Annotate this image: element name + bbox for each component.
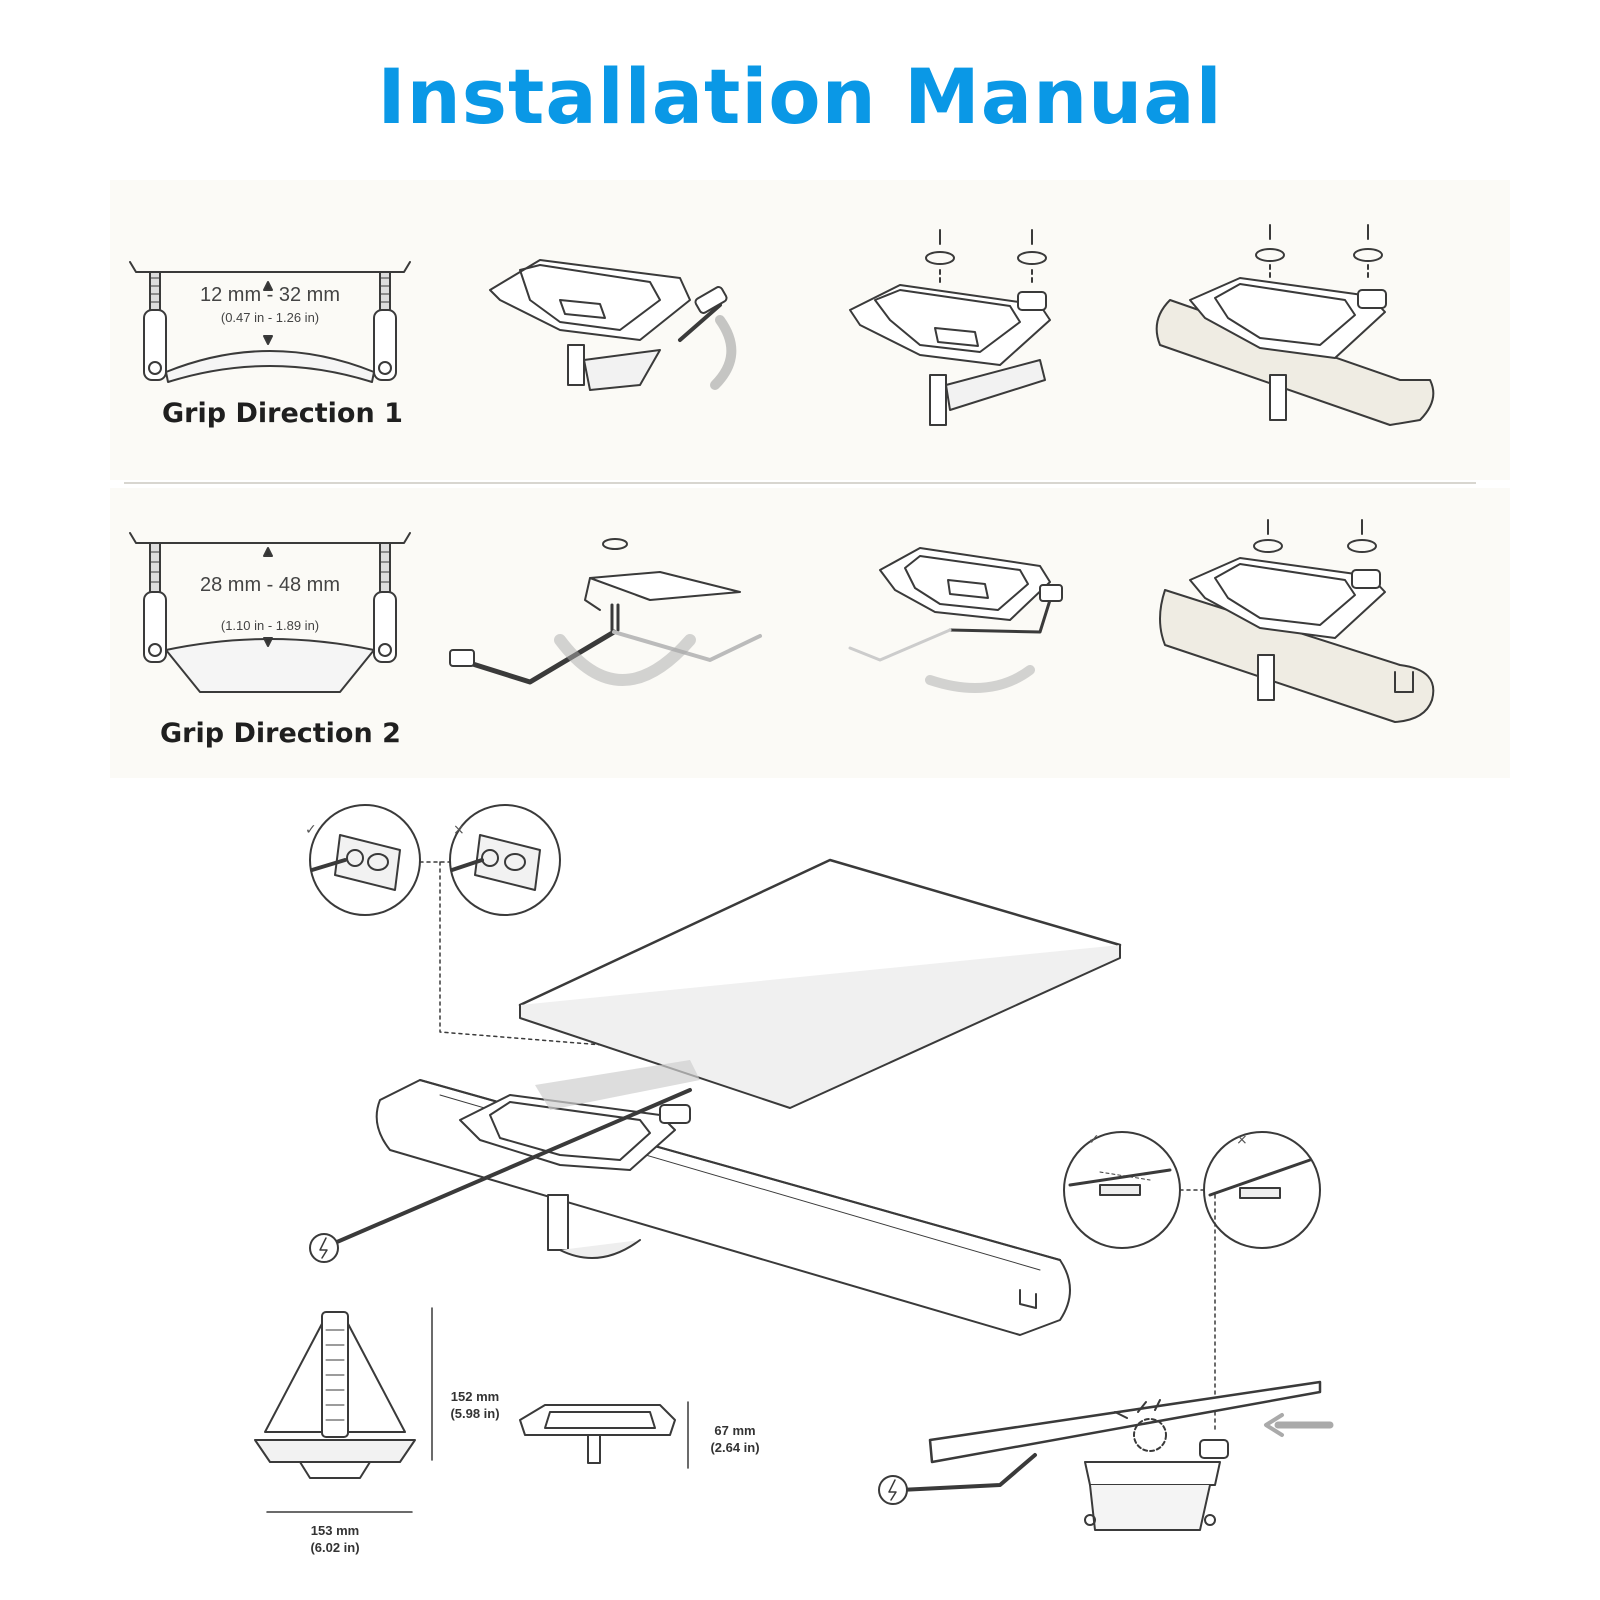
grip-1-step-3 — [849, 229, 1051, 426]
grip-2-step-4 — [1159, 519, 1435, 723]
push-arrow-icon — [1264, 1413, 1334, 1437]
grip-2-range-mm: 28 mm - 48 mm — [199, 574, 341, 596]
tilted-panel — [928, 1380, 1322, 1531]
height-dimension-label: 152 mm (5.98 in) — [435, 1388, 515, 1422]
pin-detail-incorrect — [449, 804, 561, 916]
width-mm: 153 mm — [310, 1523, 360, 1538]
grip-2-range-in: (1.10 in - 1.89 in) — [220, 618, 320, 633]
grip-1-label: Grip Direction 1 — [162, 398, 403, 429]
mount-front-view — [254, 1311, 416, 1479]
mount-side-view — [519, 1404, 676, 1464]
lightning-callout-left — [309, 1088, 692, 1263]
lightning-callout-right — [878, 1453, 1037, 1505]
grip-1-range-in: (0.47 in - 1.26 in) — [220, 310, 320, 325]
width-dimension-label: 153 mm (6.02 in) — [290, 1522, 380, 1556]
grip-1-step-4 — [1155, 224, 1435, 426]
mount-on-bar — [459, 1060, 700, 1259]
grip-1-clamp-diagram — [129, 261, 411, 383]
angle-detail-incorrect — [1203, 1131, 1321, 1249]
grip-2-clamp-diagram — [129, 532, 411, 693]
grip-2-step-3 — [848, 547, 1063, 693]
grip-2-label: Grip Direction 2 — [160, 718, 401, 749]
incorrect-mark-icon: × — [1236, 1132, 1248, 1148]
depth-mm: 67 mm — [714, 1423, 756, 1438]
correct-mark-icon: ✓ — [1088, 1132, 1100, 1148]
depth-dimension-label: 67 mm (2.64 in) — [695, 1422, 775, 1456]
height-in: (5.98 in) — [450, 1406, 500, 1421]
grip-1-range-mm: 12 mm - 32 mm — [199, 284, 341, 306]
depth-in: (2.64 in) — [710, 1440, 760, 1455]
grip-2-step-2 — [449, 538, 762, 686]
angle-detail-correct — [1063, 1131, 1181, 1249]
panel — [518, 858, 1122, 1109]
page-title: Installation Manual — [377, 52, 1223, 141]
correct-mark-icon: ✓ — [305, 822, 317, 838]
width-in: (6.02 in) — [310, 1540, 360, 1555]
pin-detail-correct — [309, 804, 421, 916]
section-divider — [124, 482, 1476, 484]
grip-1-step-2 — [489, 259, 737, 391]
height-mm: 152 mm — [450, 1389, 500, 1404]
incorrect-mark-icon: × — [453, 822, 465, 838]
